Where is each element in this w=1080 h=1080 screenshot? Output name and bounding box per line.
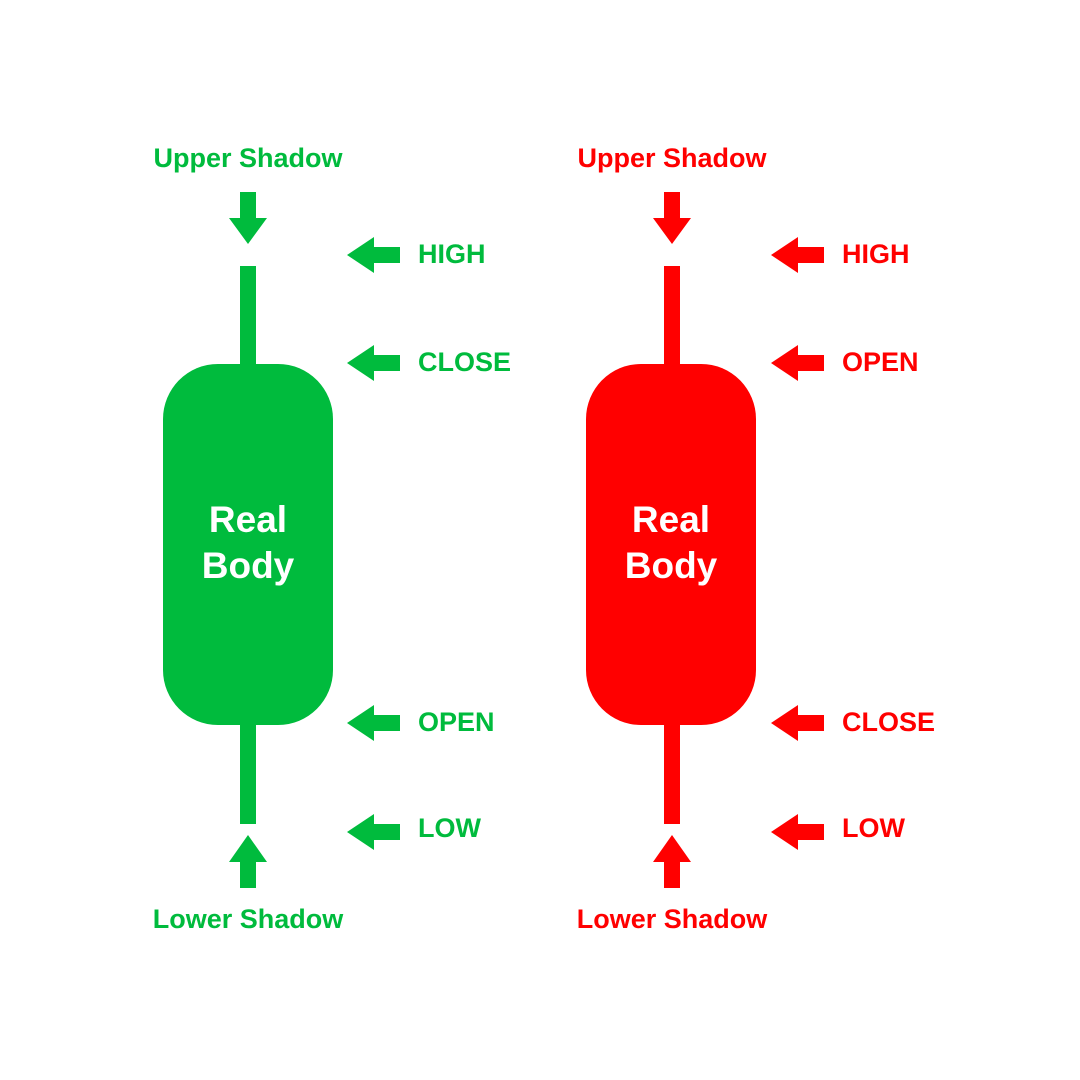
bearish-upper-shadow-label: Upper Shadow bbox=[577, 143, 767, 173]
bullish-candle bbox=[163, 192, 400, 888]
bullish-real-body-label: Real Body bbox=[163, 497, 333, 589]
bullish-lower-wick bbox=[240, 724, 256, 824]
bullish-body-line2: Body bbox=[201, 545, 295, 586]
bullish-close-left-arrow-icon bbox=[347, 345, 400, 381]
bearish-real-body bbox=[586, 364, 756, 725]
bearish-low-label: LOW bbox=[842, 813, 905, 843]
bearish-upper-shadow-down-arrow-icon bbox=[653, 192, 691, 244]
bullish-upper-wick bbox=[240, 266, 256, 366]
bearish-body-line2: Body bbox=[624, 545, 718, 586]
bearish-open-left-arrow-icon bbox=[771, 345, 824, 381]
bearish-open-label: OPEN bbox=[842, 347, 919, 377]
bullish-low-left-arrow-icon bbox=[347, 814, 400, 850]
bearish-low-left-arrow-icon bbox=[771, 814, 824, 850]
bearish-close-left-arrow-icon bbox=[771, 705, 824, 741]
bullish-lower-shadow-label: Lower Shadow bbox=[152, 904, 344, 934]
bearish-body-line1: Real bbox=[631, 499, 711, 540]
bearish-real-body-label: Real Body bbox=[586, 497, 756, 589]
bullish-low-label: LOW bbox=[418, 813, 481, 843]
bearish-close-label: CLOSE bbox=[842, 707, 936, 737]
bullish-upper-shadow-down-arrow-icon bbox=[229, 192, 267, 244]
bearish-high-label: HIGH bbox=[842, 239, 910, 269]
bullish-open-left-arrow-icon bbox=[347, 705, 400, 741]
bearish-lower-wick bbox=[664, 724, 680, 824]
bullish-high-left-arrow-icon bbox=[347, 237, 400, 273]
bullish-upper-shadow-label: Upper Shadow bbox=[153, 143, 343, 173]
bearish-high-left-arrow-icon bbox=[771, 237, 824, 273]
bullish-lower-shadow-up-arrow-icon bbox=[229, 835, 267, 888]
bearish-candle bbox=[586, 192, 824, 888]
bullish-high-label: HIGH bbox=[418, 239, 486, 269]
bullish-body-line1: Real bbox=[208, 499, 288, 540]
bullish-open-label: OPEN bbox=[418, 707, 495, 737]
bullish-real-body bbox=[163, 364, 333, 725]
bullish-close-label: CLOSE bbox=[418, 347, 512, 377]
bearish-lower-shadow-up-arrow-icon bbox=[653, 835, 691, 888]
bearish-upper-wick bbox=[664, 266, 680, 366]
bearish-lower-shadow-label: Lower Shadow bbox=[576, 904, 768, 934]
